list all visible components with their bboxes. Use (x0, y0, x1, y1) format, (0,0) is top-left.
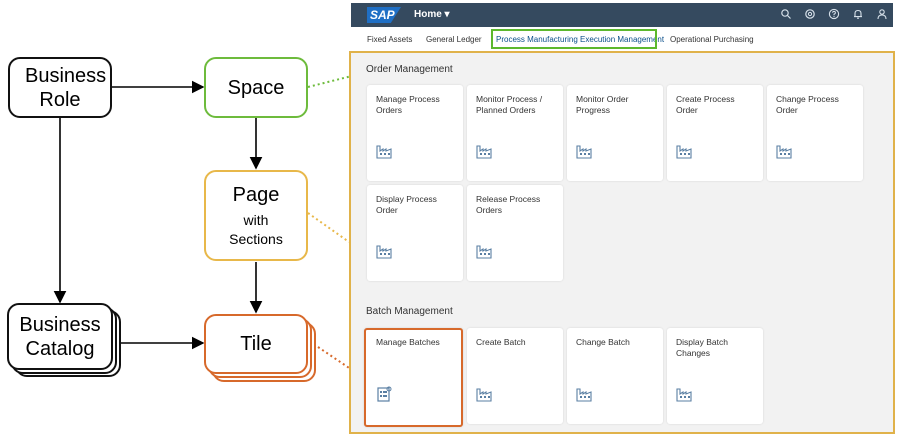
tile-title: Monitor Order Progress (576, 94, 629, 115)
tab-process-manufacturing[interactable]: Process Manufacturing Execution Manageme… (496, 35, 665, 44)
business-role-box: Business Role (8, 57, 112, 118)
batch-document-icon (377, 386, 392, 402)
factory-icon (376, 245, 392, 259)
user-icon[interactable] (875, 8, 889, 22)
business-catalog-label: Business Catalog (19, 313, 101, 360)
tab-operational-purchasing[interactable]: Operational Purchasing (670, 35, 754, 44)
factory-icon (776, 145, 792, 159)
page-label: Page (232, 183, 280, 206)
sap-logo[interactable]: SAP (367, 7, 401, 23)
space-to-tab-dotted (307, 40, 492, 88)
space-label: Space (227, 76, 285, 99)
notifications-icon[interactable] (851, 8, 865, 22)
page-box: Page with Sections (204, 170, 308, 261)
tile-title: Monitor Process / Planned Orders (476, 94, 543, 115)
tile-display-process-order[interactable]: Display Process Order (367, 185, 463, 281)
tile-title: Create Process Order (676, 94, 735, 115)
factory-icon (476, 388, 492, 402)
factory-icon (476, 145, 492, 159)
tile-title: Display Batch Changes (676, 337, 728, 358)
tile-release-process-orders[interactable]: Release Process Orders (467, 185, 563, 281)
space-box: Space (204, 57, 308, 118)
business-role-label: Business Role (25, 64, 107, 111)
factory-icon (676, 388, 692, 402)
page-sub-with: with (243, 211, 269, 228)
help-icon[interactable] (827, 8, 841, 22)
tile-label: Tile (240, 333, 272, 355)
factory-icon (476, 245, 492, 259)
tile-title: Manage Process Orders (376, 94, 440, 115)
factory-icon (576, 145, 592, 159)
tile-title: Release Process Orders (476, 194, 541, 215)
tab-general-ledger[interactable]: General Ledger (426, 35, 482, 44)
tile-title: Manage Batches (376, 337, 440, 347)
page-sections-frame (349, 51, 895, 434)
tile-title: Change Process Order (776, 94, 839, 115)
tile-create-process-order[interactable]: Create Process Order (667, 85, 763, 181)
tile-manage-process-orders[interactable]: Manage Process Orders (367, 85, 463, 181)
shell-bar: SAP Home ▾ (351, 3, 893, 27)
tile-create-batch[interactable]: Create Batch (467, 328, 563, 424)
tile-display-batch-changes[interactable]: Display Batch Changes (667, 328, 763, 424)
page-sub-sections: Sections (229, 230, 283, 247)
home-menu[interactable]: Home ▾ (414, 9, 450, 20)
tile-change-batch[interactable]: Change Batch (567, 328, 663, 424)
copilot-icon[interactable] (803, 8, 817, 22)
tile-title: Change Batch (576, 337, 630, 347)
section-title-order-management: Order Management (366, 64, 453, 75)
tile-change-process-order[interactable]: Change Process Order (767, 85, 863, 181)
section-title-batch-management: Batch Management (366, 306, 453, 317)
business-catalog-box: Business Catalog (7, 303, 113, 370)
page-content: Order Management Manage Process Orders M… (351, 53, 893, 433)
tab-fixed-assets[interactable]: Fixed Assets (367, 35, 413, 44)
active-tab-highlight (491, 29, 657, 49)
tile-box: Tile (204, 314, 308, 374)
tile-monitor-order-progress[interactable]: Monitor Order Progress (567, 85, 663, 181)
page-to-frame-dotted (307, 212, 350, 243)
tile-monitor-process-planned-orders[interactable]: Monitor Process / Planned Orders (467, 85, 563, 181)
factory-icon (576, 388, 592, 402)
search-icon[interactable] (779, 8, 793, 22)
tile-manage-batches[interactable]: Manage Batches (364, 328, 463, 427)
tile-title: Create Batch (476, 337, 526, 347)
tile-title: Display Process Order (376, 194, 437, 215)
factory-icon (376, 145, 392, 159)
factory-icon (676, 145, 692, 159)
